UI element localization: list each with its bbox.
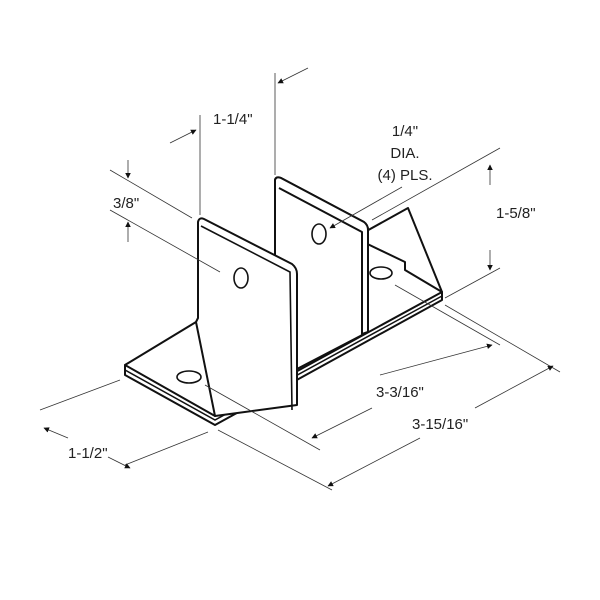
base-hole-back <box>369 266 393 280</box>
dim-hole-spacing: 3-3/16" <box>376 384 424 401</box>
dim-base-width: 1-1/2" <box>68 445 108 462</box>
base-hole-front <box>176 370 202 384</box>
dim-hole-dia-label: DIA. <box>390 145 419 162</box>
dim-hole-diameter: 1/4" <box>392 123 418 140</box>
dim-flange-spacing: 1-1/4" <box>213 111 253 128</box>
front-flange <box>195 217 298 417</box>
back-flange <box>274 176 369 371</box>
front-flange-hole <box>233 267 249 289</box>
dim-overall-length: 3-15/16" <box>412 416 468 433</box>
dim-flange-height: 1-5/8" <box>496 205 536 222</box>
dim-hole-offset: 3/8" <box>113 195 139 212</box>
dimension-lines <box>39 67 561 491</box>
back-flange-hole <box>311 223 327 245</box>
dim-hole-count: (4) PLS. <box>377 167 432 184</box>
